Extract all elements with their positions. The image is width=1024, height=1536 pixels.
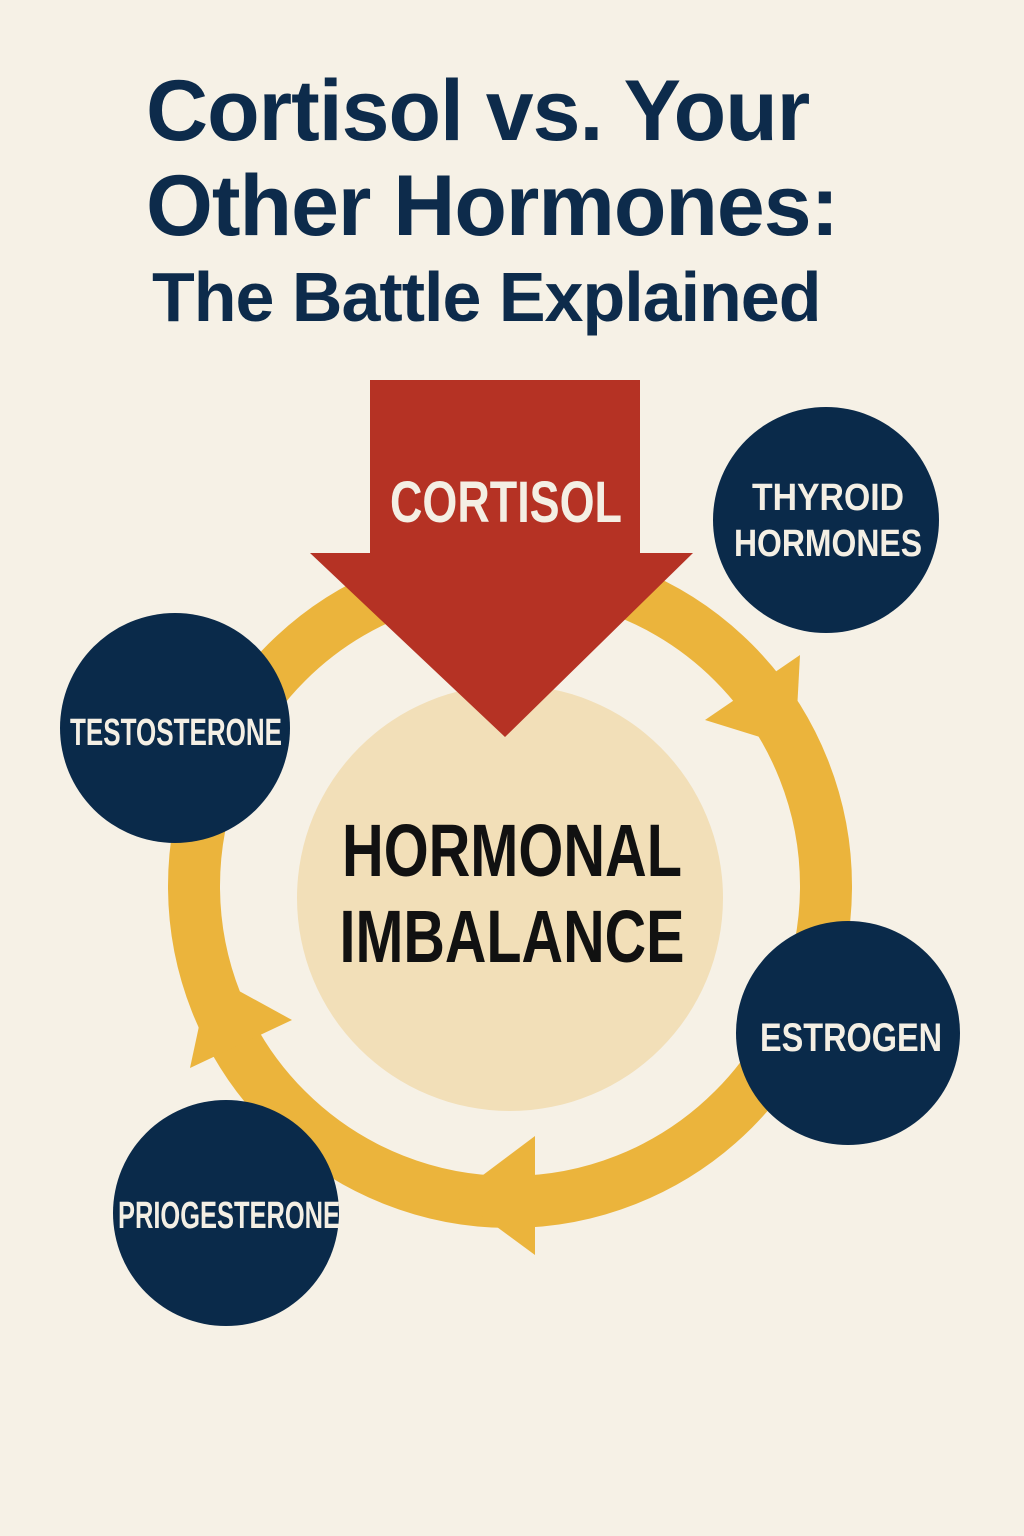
center-label-line-2: IMBALANCE	[340, 895, 685, 978]
cycle-arrowhead-right	[705, 655, 800, 748]
hormone-testosterone: TESTOSTERONE	[60, 613, 290, 843]
hormone-progesterone: PRIOGESTERONE	[113, 1100, 340, 1326]
cortisol-arrow: CORTISOL	[310, 380, 693, 737]
hormone-estrogen: ESTROGEN	[736, 921, 960, 1145]
progesterone-label: PRIOGESTERONE	[118, 1195, 340, 1237]
estrogen-label: ESTROGEN	[760, 1016, 942, 1060]
cortisol-label: CORTISOL	[390, 470, 622, 535]
testosterone-label: TESTOSTERONE	[70, 712, 282, 754]
center-label-line-1: HORMONAL	[342, 809, 682, 892]
title-line-2: Other Hormones:	[146, 158, 839, 254]
hormone-thyroid: THYROID HORMONES	[713, 407, 939, 633]
cycle-arrowhead-bottom	[455, 1136, 535, 1255]
thyroid-label-line-2: HORMONES	[734, 523, 922, 565]
center-circle	[297, 685, 723, 1111]
title-line-3: The Battle Explained	[152, 258, 821, 336]
cycle-arrowhead-left	[190, 975, 292, 1068]
thyroid-label-line-1: THYROID	[752, 477, 904, 519]
title-line-1: Cortisol vs. Your	[146, 63, 810, 159]
